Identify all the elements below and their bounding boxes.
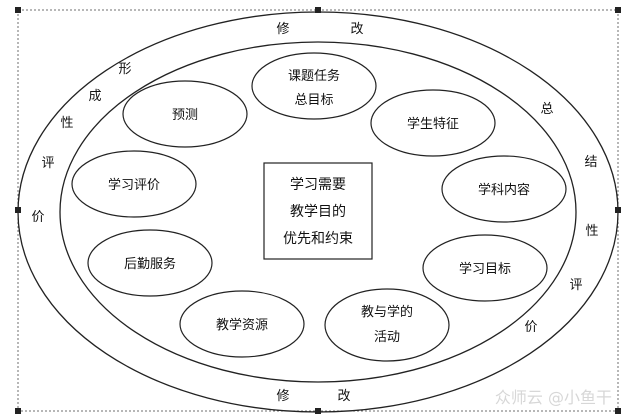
ring-label-right: 价 <box>524 320 537 335</box>
node-ellipse <box>179 290 305 358</box>
center-box-line: 优先和约束 <box>283 231 353 247</box>
node-label: 后勤服务 <box>124 256 176 272</box>
node-label: 总目标 <box>294 93 333 108</box>
selection-handle[interactable] <box>15 7 21 13</box>
ring-label-left: 形 <box>118 62 131 77</box>
selection-handle[interactable] <box>315 7 321 13</box>
node-resources: 教学资源 <box>179 290 305 358</box>
center-box <box>263 162 373 260</box>
node-ellipse <box>370 89 496 157</box>
node-label: 学生特征 <box>407 116 459 132</box>
ring-label-top: 修 <box>276 22 289 37</box>
node-ellipse <box>422 234 548 302</box>
ring-label-right: 结 <box>584 155 597 170</box>
ring-label-left: 性 <box>60 116 73 131</box>
ring-label-right: 性 <box>585 224 598 239</box>
node-support: 后勤服务 <box>87 229 213 297</box>
ring-label-bottom: 修 <box>276 389 289 404</box>
ring-label-top: 改 <box>350 22 363 37</box>
node-content: 学科内容 <box>441 155 567 223</box>
node-learner-traits: 学生特征 <box>370 89 496 157</box>
node-label: 课题任务 <box>288 68 340 84</box>
node-label: 教学资源 <box>216 317 268 333</box>
node-ellipse <box>87 229 213 297</box>
node-task-goal: 课题任务 总目标 <box>251 52 377 120</box>
ring-label-right: 评 <box>569 278 582 293</box>
node-objectives: 学习目标 <box>422 234 548 302</box>
selection-handle[interactable] <box>615 408 621 414</box>
node-label: 学习评价 <box>108 177 160 193</box>
center-box-line: 学习需要 <box>290 177 346 193</box>
ring-label-left: 评 <box>41 156 54 171</box>
ring-label-left: 价 <box>31 210 44 225</box>
selection-handle[interactable] <box>315 408 321 414</box>
node-label: 学习目标 <box>459 261 511 277</box>
node-activities: 教与学的 活动 <box>324 288 450 362</box>
ring-label-right: 总 <box>540 102 553 117</box>
center-box-line: 教学目的 <box>290 204 346 220</box>
node-ellipse <box>71 150 197 218</box>
watermark: 众师云 @小鱼干 <box>495 388 612 407</box>
node-label: 教与学的 <box>361 304 413 320</box>
node-label: 学科内容 <box>478 182 530 198</box>
selection-handle[interactable] <box>615 7 621 13</box>
node-ellipse <box>122 80 248 148</box>
node-ellipse <box>324 288 450 362</box>
node-label: 活动 <box>374 330 400 345</box>
outer-ellipse <box>17 11 619 413</box>
selection-handle[interactable] <box>15 408 21 414</box>
node-label: 预测 <box>172 108 198 123</box>
node-ellipse <box>441 155 567 223</box>
ring-label-bottom: 改 <box>337 389 350 404</box>
node-evaluation: 学习评价 <box>71 150 197 218</box>
ring-label-left: 成 <box>88 89 101 104</box>
node-pretest: 预测 <box>122 80 248 148</box>
node-ellipse <box>251 52 377 120</box>
inner-ellipse <box>59 41 577 383</box>
